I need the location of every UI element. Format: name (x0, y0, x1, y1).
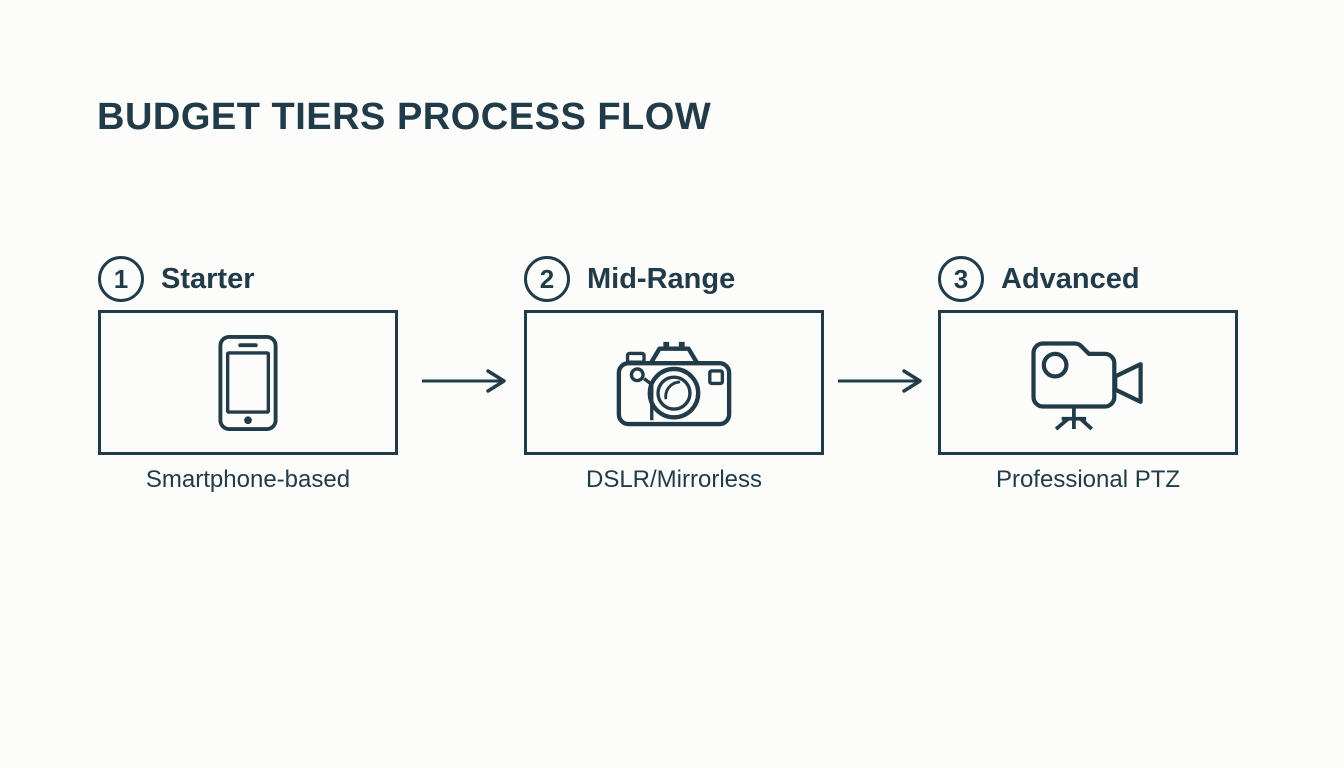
step-box-advanced (938, 310, 1238, 455)
step-number: 2 (539, 263, 555, 294)
video-camera-icon (1031, 340, 1143, 430)
step-caption: Professional PTZ (995, 466, 1181, 493)
step-header-mid-range: 2 Mid-Range (524, 256, 735, 302)
step-number-badge: 1 (98, 256, 144, 302)
step-label: Advanced (1001, 262, 1140, 295)
step-number: 3 (953, 263, 969, 294)
step-number-badge: 2 (524, 256, 570, 302)
dslr-camera-icon (616, 341, 732, 427)
arrow-right-icon (422, 369, 506, 393)
step-caption: Smartphone-based (145, 466, 351, 493)
step-header-starter: 1 Starter (98, 256, 255, 302)
arrow-right-icon (838, 369, 922, 393)
step-box-mid-range (524, 310, 824, 455)
step-label: Mid-Range (587, 262, 736, 295)
page-title: BUDGET TIERS PROCESS FLOW (97, 96, 712, 138)
step-caption: DSLR/Mirrorless (585, 466, 762, 493)
step-header-advanced: 3 Advanced (938, 256, 1140, 302)
smartphone-icon (218, 334, 278, 431)
step-label: Starter (161, 262, 255, 295)
step-number: 1 (113, 263, 129, 294)
step-box-starter (98, 310, 398, 455)
step-number-badge: 3 (938, 256, 984, 302)
